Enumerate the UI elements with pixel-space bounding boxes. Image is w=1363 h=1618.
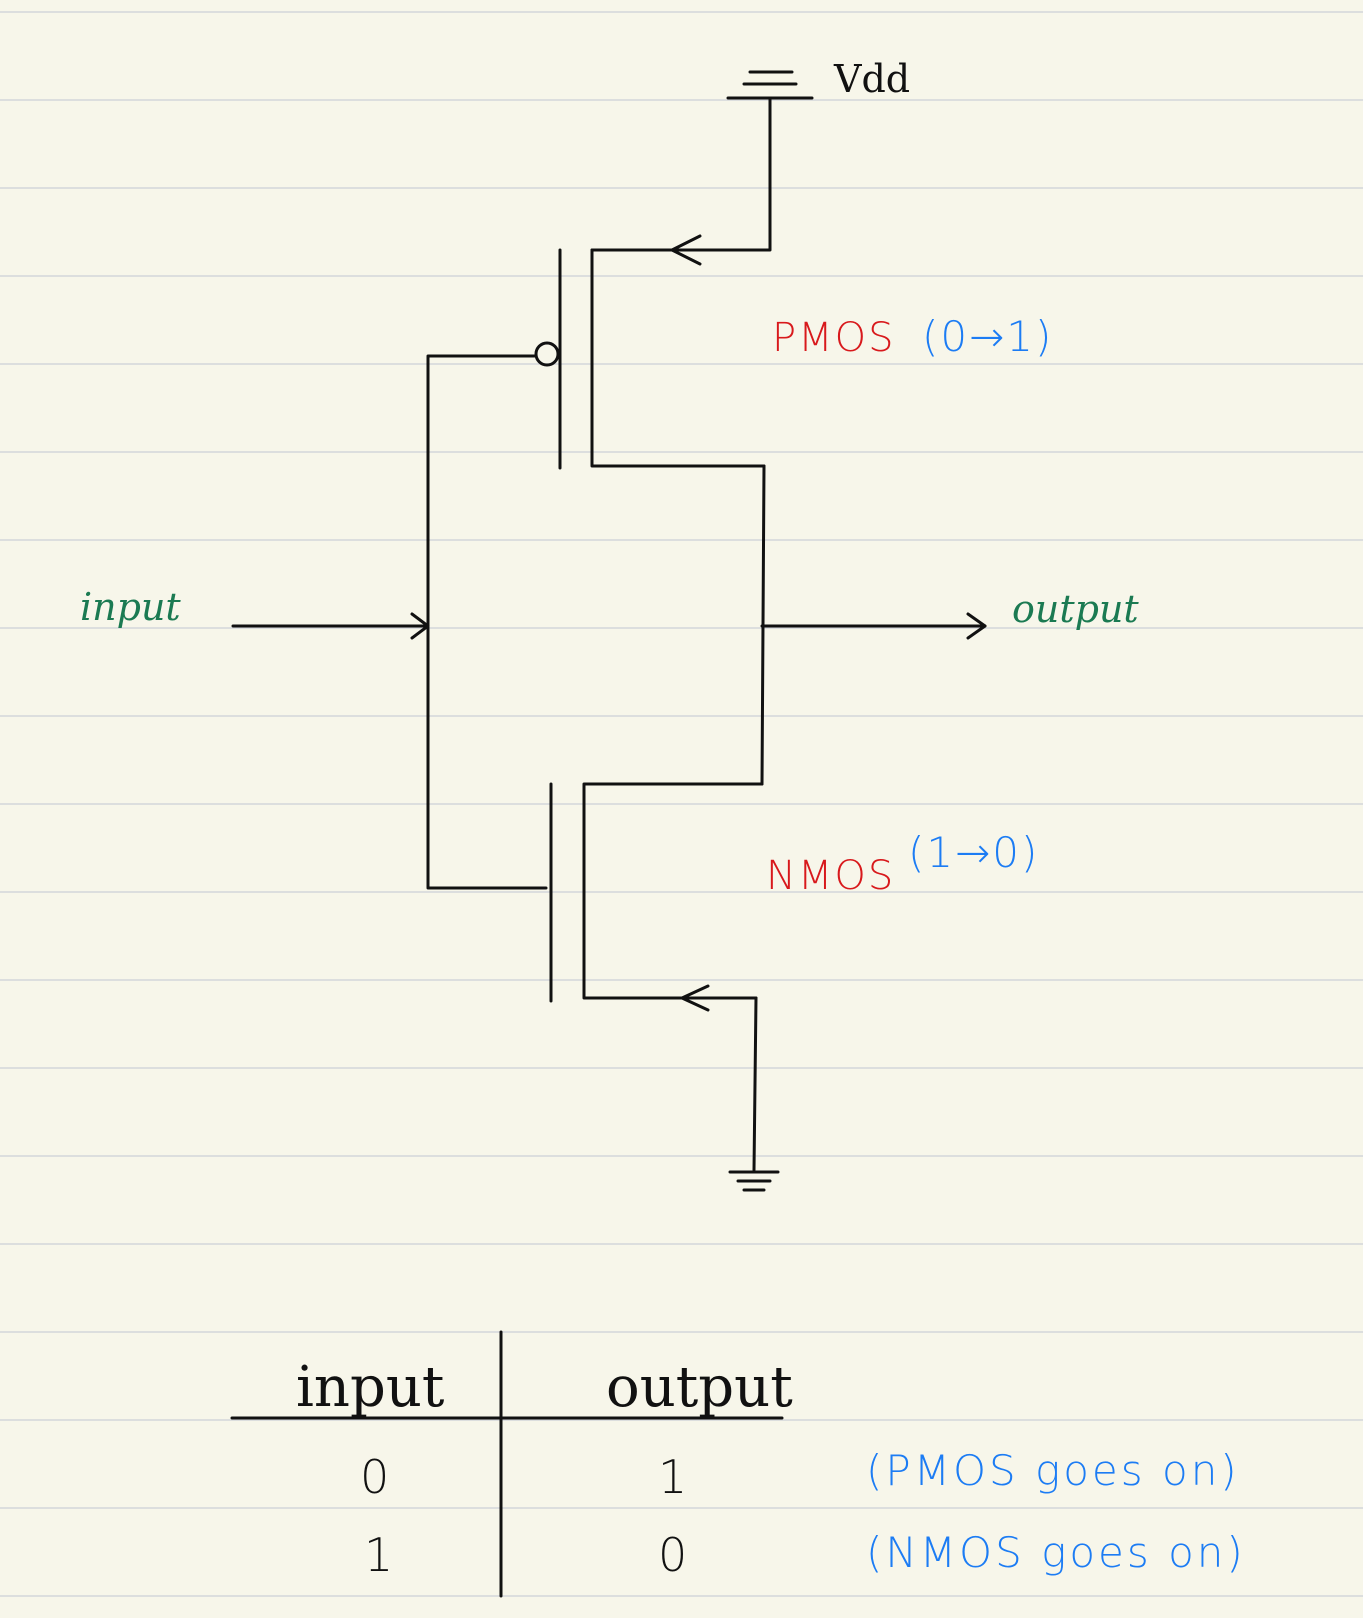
- pmos-label: PMOS: [772, 315, 896, 361]
- pmos-source-arrow: [670, 234, 702, 266]
- row-1-output: 1: [658, 1450, 688, 1504]
- vdd-wire: [590, 96, 772, 252]
- table-header-output: output: [606, 1355, 793, 1420]
- input-arrow: [410, 612, 430, 640]
- nmos-note: (1→0): [908, 828, 1040, 877]
- row-1-note: (PMOS goes on): [866, 1446, 1240, 1495]
- vdd-label: Vdd: [834, 57, 911, 101]
- row-1-input: 0: [360, 1450, 390, 1504]
- pmos-transistor: [534, 248, 766, 470]
- input-gate-wire: [426, 354, 548, 890]
- output-label: output: [1012, 587, 1139, 631]
- nmos-transistor: [549, 782, 764, 1003]
- ground-symbol: [728, 1170, 780, 1192]
- nmos-label: NMOS: [766, 853, 896, 899]
- ground-wire: [752, 996, 758, 1172]
- pmos-note: (0→1): [922, 312, 1054, 361]
- row-2-note: (NMOS goes on): [866, 1528, 1246, 1577]
- nmos-source-arrow: [680, 984, 710, 1012]
- output-arrow: [966, 612, 987, 640]
- row-2-output: 0: [658, 1528, 688, 1582]
- table-header-input: input: [296, 1355, 445, 1420]
- input-label: input: [80, 585, 181, 629]
- ruled-lines: [0, 11, 1363, 1597]
- row-2-input: 1: [364, 1528, 394, 1582]
- vdd-symbol: [726, 70, 814, 100]
